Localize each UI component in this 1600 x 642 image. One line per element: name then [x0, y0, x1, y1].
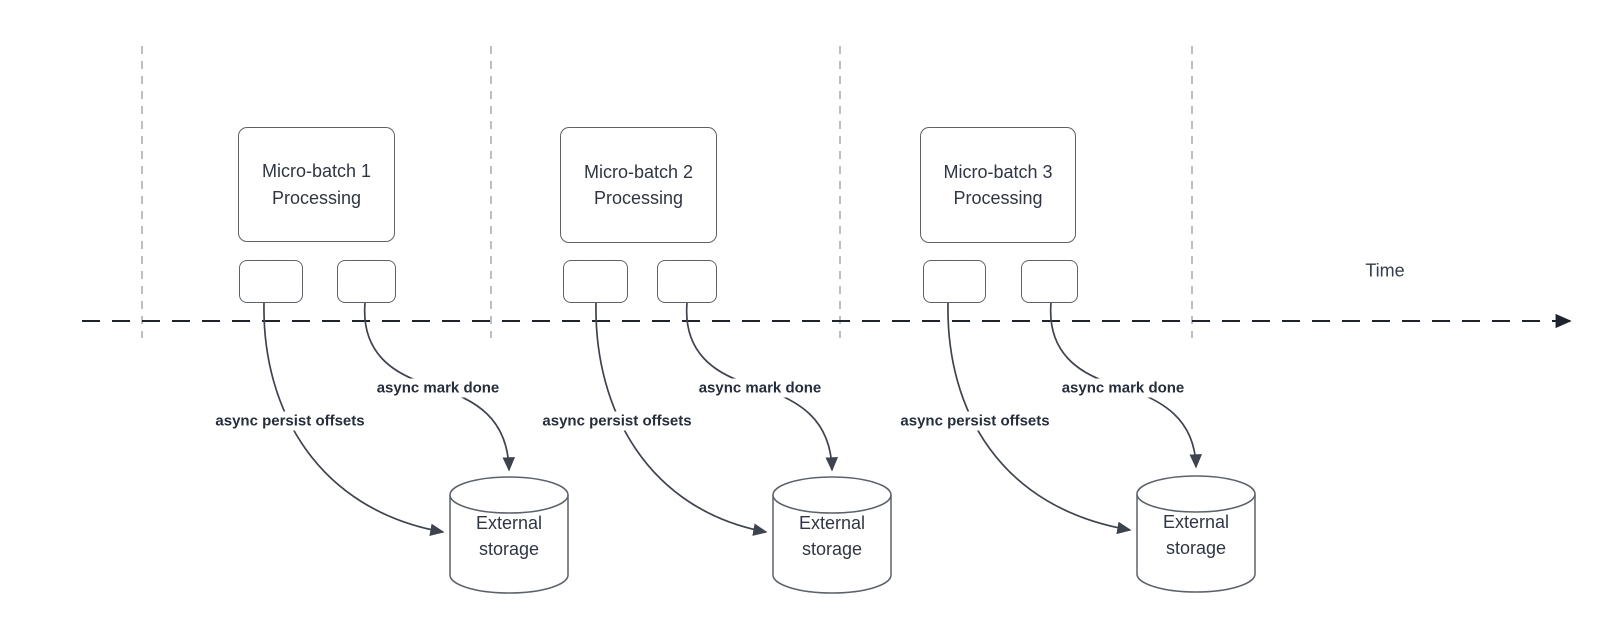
mark-done-label-1: async mark done: [372, 378, 504, 398]
micro-batch-box-1: Micro-batch 1 Processing: [238, 127, 395, 242]
micro-batch-box-2: Micro-batch 2 Processing: [560, 127, 717, 243]
external-storage-shape-1: [449, 476, 569, 594]
sub-task-box-3-right: [1021, 260, 1078, 303]
persist-offsets-arrow-1: [263, 302, 445, 536]
mark-done-label-2: async mark done: [694, 378, 826, 398]
persist-offsets-arrow-3: [947, 302, 1132, 535]
sub-task-box-1-right: [337, 260, 396, 303]
persist-offsets-arrow-2: [595, 302, 768, 536]
sub-task-box-2-right: [657, 260, 717, 303]
external-storage-shape-3: [1136, 475, 1256, 593]
persist-offsets-label-3: async persist offsets: [896, 411, 1054, 431]
persist-offsets-label-2: async persist offsets: [538, 411, 696, 431]
sub-task-box-1-left: [239, 260, 303, 303]
time-axis-label: Time: [1365, 260, 1405, 281]
external-storage-label-2: External storage: [798, 512, 866, 559]
sub-task-box-2-left: [563, 260, 628, 303]
mark-done-label-3: async mark done: [1057, 378, 1189, 398]
external-storage-label-3: External storage: [1162, 511, 1230, 558]
external-storage-shape-2: [772, 476, 892, 594]
persist-offsets-label-1: async persist offsets: [211, 411, 369, 431]
micro-batch-box-3: Micro-batch 3 Processing: [920, 127, 1076, 243]
sub-task-box-3-left: [923, 260, 986, 303]
external-storage-label-1: External storage: [475, 512, 543, 559]
